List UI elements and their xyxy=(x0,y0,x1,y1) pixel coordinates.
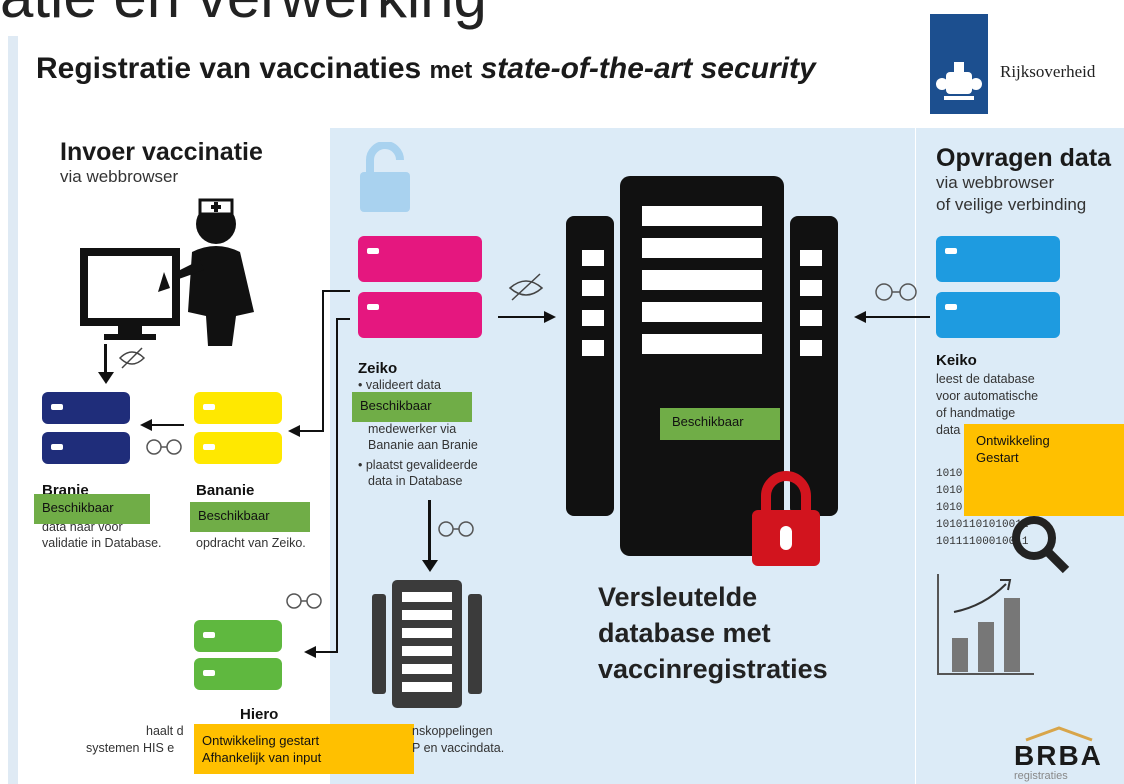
magnifier-icon xyxy=(1012,516,1070,574)
zeiko-server-bottom xyxy=(358,292,482,338)
zeiko-desc-2: medewerker via xyxy=(368,422,457,436)
bananie-server-top xyxy=(194,392,282,424)
lock-open-light-icon xyxy=(360,142,410,212)
arrow-to-branie xyxy=(104,344,107,378)
hiero-status-badge: Ontwikkeling gestart Afhankelijk van inp… xyxy=(194,724,414,774)
arrow-head-down-icon xyxy=(98,372,114,384)
koppeling-server-icon xyxy=(372,580,482,708)
connector-zeiko-top xyxy=(322,290,350,292)
bananie-desc-2: opdracht van Zeiko. xyxy=(196,536,306,550)
infographic-headline: Registratie van vaccinaties met state-of… xyxy=(36,52,816,86)
brba-roof-icon xyxy=(1025,726,1093,742)
left-panel-strip xyxy=(8,36,18,784)
hiero-server-bottom xyxy=(194,658,282,690)
koppeling-desc-1: nskoppelingen xyxy=(412,724,493,738)
branie-server-bottom xyxy=(42,432,130,464)
database-label-2: database met xyxy=(598,618,771,648)
headline-italic: state-of-the-art security xyxy=(480,52,816,85)
branie-status-badge: Beschikbaar xyxy=(34,494,150,524)
output-subtitle-2: of veilige verbinding xyxy=(936,195,1087,214)
keiko-desc-3: of handmatige xyxy=(936,406,1016,420)
keiko-desc-1: leest de database xyxy=(936,372,1035,386)
binary-line: 10111100010011 xyxy=(936,536,1029,548)
zeiko-desc-1: • valideert data xyxy=(358,378,441,392)
output-subtitle-1: via webbrowser xyxy=(936,173,1055,192)
zeiko-server-top xyxy=(358,236,482,282)
glasses-icon xyxy=(875,283,917,301)
arrow-zeiko-database xyxy=(498,316,548,318)
binary-line: 1010 xyxy=(936,502,963,514)
binary-line: 10101101010011 xyxy=(936,519,1029,531)
no-view-icon xyxy=(508,273,544,301)
bananie-label: Bananie xyxy=(196,482,255,499)
keiko-status-badge: Ontwikkeling Gestart xyxy=(964,424,1124,516)
connector-vertical-2 xyxy=(336,318,338,652)
bananie-server-bottom xyxy=(194,432,282,464)
zeiko-desc-5: data in Database xyxy=(368,474,463,488)
hiero-status-line-1: Ontwikkeling gestart xyxy=(202,733,320,748)
headline-bold: Registratie van vaccinaties xyxy=(36,52,422,85)
zeiko-label: Zeiko xyxy=(358,360,398,377)
keiko-status-line-1: Ontwikkeling xyxy=(976,433,1050,448)
logo-text: Rijksoverheid xyxy=(1000,62,1096,81)
input-title: Invoer vaccinatie xyxy=(60,138,263,166)
hiero-label: Hiero xyxy=(240,706,279,723)
keiko-server-top xyxy=(936,236,1060,282)
output-title: Opvragen data xyxy=(936,144,1112,172)
brba-logo: BRBA xyxy=(1014,740,1103,771)
arrow-head-left-icon xyxy=(854,311,866,323)
headline-mid: met xyxy=(429,57,473,84)
zeiko-status-badge: Beschikbaar xyxy=(352,392,472,422)
glasses-icon xyxy=(438,521,474,537)
hiero-server-top xyxy=(194,620,282,652)
arrow-bananie-branie xyxy=(148,424,184,426)
binary-data-block: 1010 1010 1010 10101101010011 1011110001… xyxy=(936,466,1028,551)
arrow-head-left-icon xyxy=(304,646,316,658)
keiko-status-line-2: Gestart xyxy=(976,450,1019,465)
glasses-icon xyxy=(146,439,182,455)
arrow-head-left-icon xyxy=(140,419,152,431)
database-status-badge: Beschikbaar xyxy=(660,408,780,440)
glasses-icon xyxy=(286,593,322,609)
hiero-status-line-2: Afhankelijk van input xyxy=(202,750,322,765)
arrow-keiko-database xyxy=(862,316,930,318)
binary-line: 1010 xyxy=(936,485,963,497)
binary-line: 1010 xyxy=(936,468,963,480)
keiko-server-bottom xyxy=(936,292,1060,338)
zeiko-desc-3: Bananie aan Branie xyxy=(368,438,478,452)
database-tower-icon xyxy=(566,176,838,556)
lock-closed-red-icon xyxy=(752,471,820,566)
database-label-3: vaccinregistraties xyxy=(598,654,828,684)
branie-desc-2: validatie in Database. xyxy=(42,536,162,550)
arrow-head-left-icon xyxy=(288,425,300,437)
slide-title: atie en verwerking xyxy=(0,0,487,31)
arrow-to-hiero xyxy=(312,651,338,653)
koppeling-desc-2: P en vaccindata. xyxy=(412,741,505,755)
hiero-desc-1: haalt d xyxy=(146,724,184,738)
keiko-desc-2: voor automatische xyxy=(936,389,1039,403)
arrow-to-bananie xyxy=(296,430,324,432)
bananie-status-badge: Beschikbaar xyxy=(190,502,310,532)
arrow-zeiko-koppeling xyxy=(428,500,431,564)
hiero-desc-2: systemen HIS e xyxy=(86,741,175,755)
input-subtitle: via webbrowser xyxy=(60,167,179,186)
nurse-computer-icon xyxy=(80,198,254,346)
zeiko-desc-4: • plaatst gevalideerde xyxy=(358,458,478,472)
no-view-icon xyxy=(118,347,146,369)
keiko-desc-4: data xyxy=(936,423,961,437)
growth-chart-icon xyxy=(937,574,1034,675)
rijksoverheid-logo xyxy=(930,14,988,114)
keiko-label: Keiko xyxy=(936,352,977,369)
branie-server-top xyxy=(42,392,130,424)
connector-vertical-1 xyxy=(322,290,324,430)
database-label-1: Versleutelde xyxy=(598,582,758,612)
arrow-head-down-icon xyxy=(422,560,438,572)
brba-subtext: registraties xyxy=(1014,770,1068,782)
arrow-head-right-icon xyxy=(544,311,556,323)
connector-zeiko-low xyxy=(336,318,350,320)
coat-of-arms-icon xyxy=(936,62,982,100)
